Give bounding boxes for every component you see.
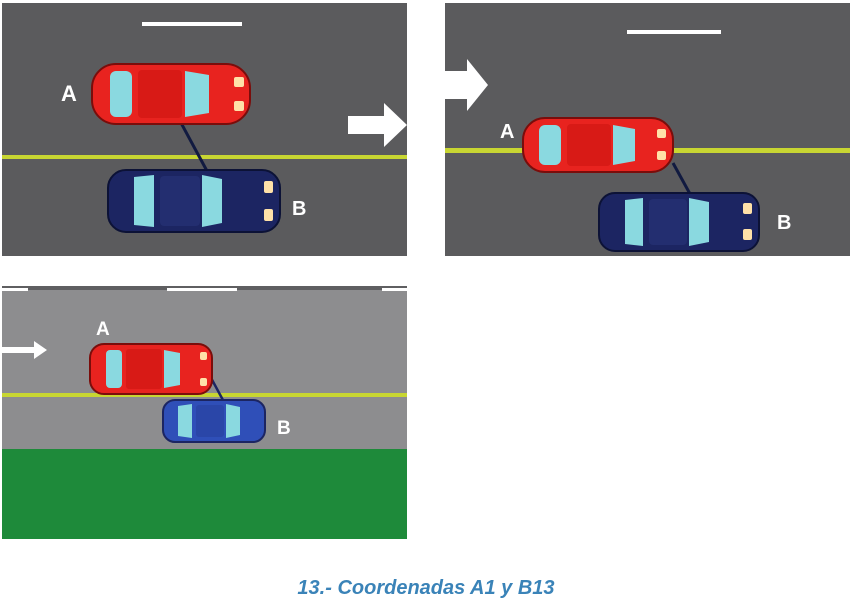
lane-dash bbox=[167, 288, 237, 291]
car-b-label: B bbox=[292, 198, 307, 220]
lane-dash bbox=[627, 30, 721, 34]
scenario-panel-2: A B bbox=[445, 3, 850, 256]
car-b bbox=[107, 169, 281, 233]
car-b-label: B bbox=[777, 212, 792, 234]
car-b bbox=[598, 192, 760, 252]
arrow-right-icon bbox=[445, 59, 488, 111]
grass-strip bbox=[2, 449, 407, 539]
lane-dash bbox=[382, 288, 407, 291]
arrow-right-icon bbox=[2, 341, 47, 359]
center-line bbox=[2, 155, 407, 159]
lane-dash bbox=[142, 22, 242, 26]
car-b bbox=[162, 399, 266, 443]
road-scene-1 bbox=[2, 22, 407, 233]
arrow-right-icon bbox=[348, 103, 407, 147]
car-a bbox=[522, 117, 674, 173]
road-scene-2 bbox=[445, 30, 850, 252]
car-a bbox=[89, 343, 213, 395]
scenario-panel-3: A B bbox=[2, 286, 407, 539]
car-a bbox=[91, 63, 251, 125]
figure-caption: 13.- Coordenadas A1 y B13 bbox=[297, 577, 555, 599]
car-a-label: A bbox=[500, 121, 515, 143]
scenario-panel-1: A B bbox=[2, 3, 407, 256]
lane-dash bbox=[2, 288, 28, 291]
car-a-label: A bbox=[96, 319, 110, 340]
tow-strap bbox=[178, 120, 209, 172]
road-scene-3 bbox=[2, 286, 407, 539]
car-b-label: B bbox=[277, 418, 291, 439]
car-a-label: A bbox=[61, 81, 77, 106]
center-line bbox=[2, 393, 407, 397]
